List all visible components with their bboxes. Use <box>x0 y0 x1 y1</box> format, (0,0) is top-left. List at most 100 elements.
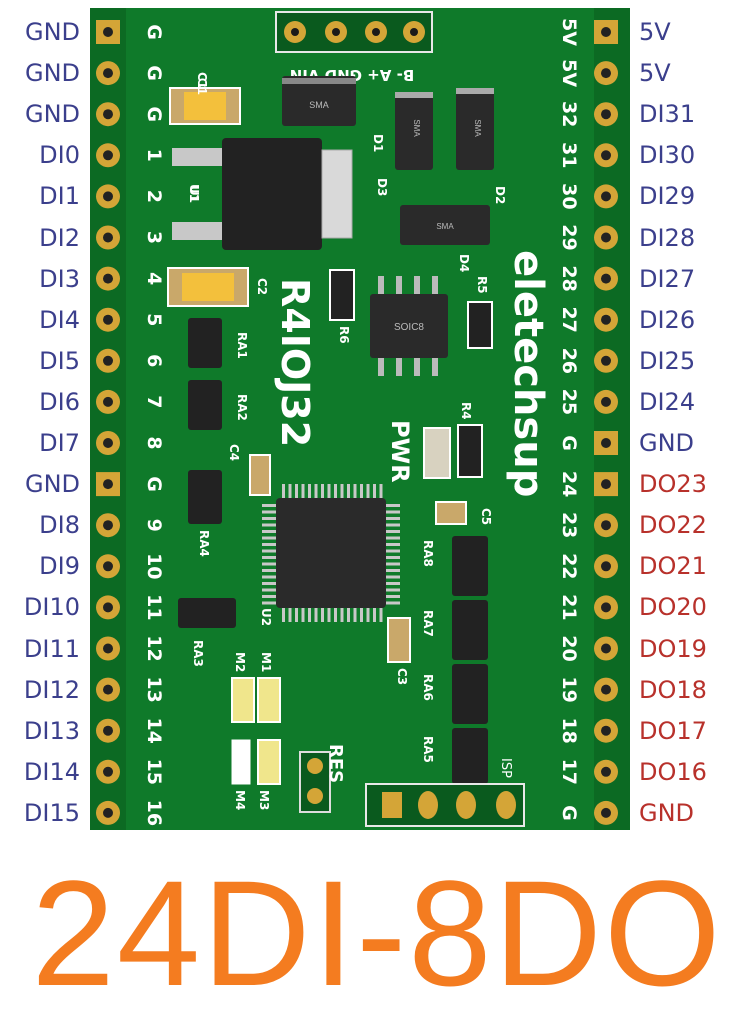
brand-text: eletechsup <box>505 250 551 497</box>
silk-number: 7 <box>143 395 165 408</box>
silk-ref: M3 <box>257 790 271 810</box>
pin-hole <box>103 27 113 37</box>
left-pin-label: DI2 <box>39 223 80 252</box>
left-pin-label: DI4 <box>39 305 80 334</box>
right-pin-label: DO21 <box>639 552 707 581</box>
silk-ref: U2 <box>259 608 273 626</box>
silk-number: 2 <box>143 190 165 203</box>
silk-number: 12 <box>143 635 165 661</box>
silk-ref: R4 <box>459 402 473 420</box>
silk-number: 9 <box>143 519 165 532</box>
model-text: R4IOJ32 <box>273 278 317 447</box>
pin-hole <box>601 520 611 531</box>
pin-hole <box>103 355 113 366</box>
svg-text:SMA: SMA <box>309 100 329 110</box>
silk-number: 19 <box>558 676 580 702</box>
silk-number: 5 <box>143 313 165 326</box>
pin-hole <box>601 355 611 366</box>
pin-hole <box>103 191 113 202</box>
pin-hole <box>103 438 113 448</box>
silk-number: 16 <box>143 800 165 826</box>
silk-ref: RA2 <box>235 394 249 421</box>
soic8-chip <box>370 294 448 358</box>
pin-hole <box>103 314 113 325</box>
silk-number: 1 <box>143 149 165 162</box>
silk-ref: C4 <box>227 444 241 461</box>
right-pin-label: 5V <box>639 59 671 88</box>
silk-number: G <box>143 65 165 81</box>
svg-text:SMA: SMA <box>412 119 421 137</box>
silk-number: 22 <box>558 553 580 579</box>
pin-hole <box>103 643 113 654</box>
pin-hole <box>103 232 113 243</box>
product-title: 24DI-8DO <box>31 849 723 1017</box>
silk-ref: RA7 <box>421 610 435 637</box>
silk-ref: M4 <box>233 790 247 810</box>
pcb-substrate <box>90 8 630 830</box>
svg-text:SOIC8: SOIC8 <box>394 322 424 333</box>
silk-number: 3 <box>143 231 165 244</box>
pin-hole <box>601 479 611 490</box>
pin-hole <box>601 807 611 818</box>
right-pin-label: GND <box>639 798 695 827</box>
silk-ref: D4 <box>457 254 471 272</box>
pin-hole <box>103 150 113 161</box>
silk-ref: C5 <box>479 508 493 525</box>
silk-ref: D3 <box>375 178 389 196</box>
silk-number: 4 <box>143 272 165 285</box>
pin-hole <box>103 68 113 79</box>
silk-ref: RA8 <box>421 540 435 567</box>
silk-number: 17 <box>558 759 580 785</box>
silk-number: 32 <box>558 101 580 127</box>
left-pin-label: DI7 <box>39 429 80 457</box>
mcu-chip <box>276 498 386 608</box>
silk-number: 5V <box>558 18 580 46</box>
pin-hole <box>601 396 611 407</box>
pin-hole <box>601 725 611 736</box>
silk-number: 27 <box>558 306 580 332</box>
right-pin-label: DI31 <box>639 100 696 129</box>
right-pin-label: DO16 <box>639 757 707 786</box>
pin-hole <box>601 27 611 37</box>
pin-hole <box>601 602 611 613</box>
silk-number: G <box>143 24 165 40</box>
silk-ref: RA6 <box>421 674 435 701</box>
pin-hole <box>103 273 113 284</box>
silk-number: 15 <box>143 759 165 785</box>
pin-hole <box>601 684 611 695</box>
pin-hole <box>103 561 113 572</box>
silk-number: 28 <box>558 265 580 291</box>
left-pin-label: DI11 <box>23 634 80 663</box>
pin-hole <box>103 766 113 777</box>
pin-hole <box>601 150 611 161</box>
silk-ref: U1 <box>187 184 201 202</box>
pin-hole <box>601 68 611 79</box>
pin-hole <box>601 109 611 120</box>
silk-number: 25 <box>558 389 580 415</box>
silk-ref: R6 <box>337 326 351 344</box>
svg-text:U1: U1 <box>187 186 202 203</box>
pin-hole <box>601 191 611 202</box>
pin-hole <box>601 232 611 243</box>
left-pin-label: GND <box>24 470 80 499</box>
silk-number: 29 <box>558 224 580 250</box>
svg-text:SMA: SMA <box>473 119 482 137</box>
res-text: RES <box>325 744 346 783</box>
right-pin-label: DI27 <box>639 264 696 293</box>
silk-ref: C3 <box>395 668 409 685</box>
pin-hole <box>103 684 113 695</box>
silk-ref: RA4 <box>197 530 211 557</box>
left-pin-label: DI15 <box>23 798 80 827</box>
right-pin-label: DI26 <box>639 305 696 334</box>
left-pin-label: DI8 <box>39 511 80 540</box>
pin-hole <box>103 602 113 613</box>
silk-number: 20 <box>558 635 580 661</box>
pin-hole <box>601 643 611 654</box>
right-pin-label: DO17 <box>639 716 707 745</box>
silk-number: 10 <box>143 553 165 579</box>
silk-ref: RA5 <box>421 736 435 763</box>
silk-ref: D1 <box>371 134 385 152</box>
silk-number: G <box>143 106 165 122</box>
